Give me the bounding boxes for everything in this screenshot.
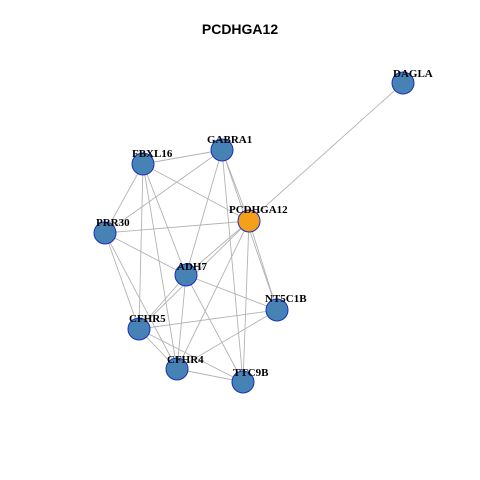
node-circle-cfhr4 <box>165 357 189 381</box>
edge-fbxl16-prr30 <box>104 163 144 234</box>
edge-pcdhga12-cfhr4 <box>176 220 250 370</box>
edge-pcdhga12-prr30 <box>104 220 250 234</box>
node-circle-pcdhga12 <box>237 209 261 233</box>
node-cfhr4: CFHR4 <box>165 354 204 381</box>
edge-prr30-cfhr5 <box>104 232 140 330</box>
edge-nt5c1b-cfhr5 <box>138 309 278 330</box>
edge-prr30-adh7 <box>104 232 187 276</box>
node-pcdhga12: PCDHGA12 <box>229 204 288 233</box>
edge-gabra1-ttc9b <box>221 149 244 383</box>
node-circle-nt5c1b <box>265 298 289 322</box>
edge-adh7-cfhr4 <box>176 274 187 370</box>
edge-adh7-ttc9b <box>185 274 244 383</box>
node-circle-prr30 <box>93 221 117 245</box>
node-label-fbxl16: FBXL16 <box>132 148 173 160</box>
edge-pcdhga12-adh7 <box>185 220 250 276</box>
edge-fbxl16-pcdhga12 <box>142 163 250 222</box>
node-label-dagla: DAGLA <box>393 68 433 80</box>
node-prr30: PRR30 <box>93 217 130 245</box>
node-nt5c1b: NT5C1B <box>265 293 307 322</box>
node-cfhr5: CFHR5 <box>127 313 166 341</box>
node-label-gabra1: GABRA1 <box>207 134 252 146</box>
edge-prr30-cfhr4 <box>104 232 178 370</box>
edge-layer <box>104 82 404 383</box>
node-adh7: ADH7 <box>174 261 207 287</box>
node-label-cfhr4: CFHR4 <box>167 354 204 366</box>
edge-fbxl16-cfhr5 <box>138 163 144 330</box>
node-label-prr30: PRR30 <box>96 217 130 229</box>
edge-pcdhga12-ttc9b <box>242 220 250 383</box>
edge-gabra1-prr30 <box>104 149 223 234</box>
node-fbxl16: FBXL16 <box>131 148 173 176</box>
edge-fbxl16-cfhr4 <box>142 163 178 370</box>
edge-adh7-cfhr5 <box>138 274 187 330</box>
node-circle-cfhr5 <box>127 317 151 341</box>
node-label-ttc9b: TTC9B <box>233 367 269 379</box>
node-ttc9b: TTC9B <box>231 367 269 394</box>
node-gabra1: GABRA1 <box>207 134 252 162</box>
edge-dagla-pcdhga12 <box>248 82 404 222</box>
node-circle-dagla <box>391 71 415 95</box>
node-layer: DAGLA GABRA1FBXL16PCDHGA12PRR30ADH7NT5C1B… <box>93 68 433 394</box>
node-dagla: DAGLA <box>391 68 433 95</box>
node-circle-ttc9b <box>231 370 255 394</box>
edge-gabra1-fbxl16 <box>142 149 223 165</box>
node-label-cfhr5: CFHR5 <box>129 313 166 325</box>
node-circle-fbxl16 <box>131 152 155 176</box>
node-circle-adh7 <box>174 263 198 287</box>
edge-gabra1-adh7 <box>185 149 223 276</box>
edge-cfhr5-ttc9b <box>138 328 244 383</box>
node-label-nt5c1b: NT5C1B <box>265 293 307 305</box>
edge-adh7-nt5c1b <box>185 274 278 311</box>
edge-nt5c1b-cfhr4 <box>176 309 278 370</box>
diagram-title: PCDHGA12 <box>201 21 279 37</box>
node-circle-gabra1 <box>210 138 234 162</box>
edge-fbxl16-adh7 <box>142 163 187 276</box>
edge-pcdhga12-nt5c1b <box>248 220 278 311</box>
node-label-adh7: ADH7 <box>177 261 207 273</box>
node-label-pcdhga12: PCDHGA12 <box>229 204 288 216</box>
